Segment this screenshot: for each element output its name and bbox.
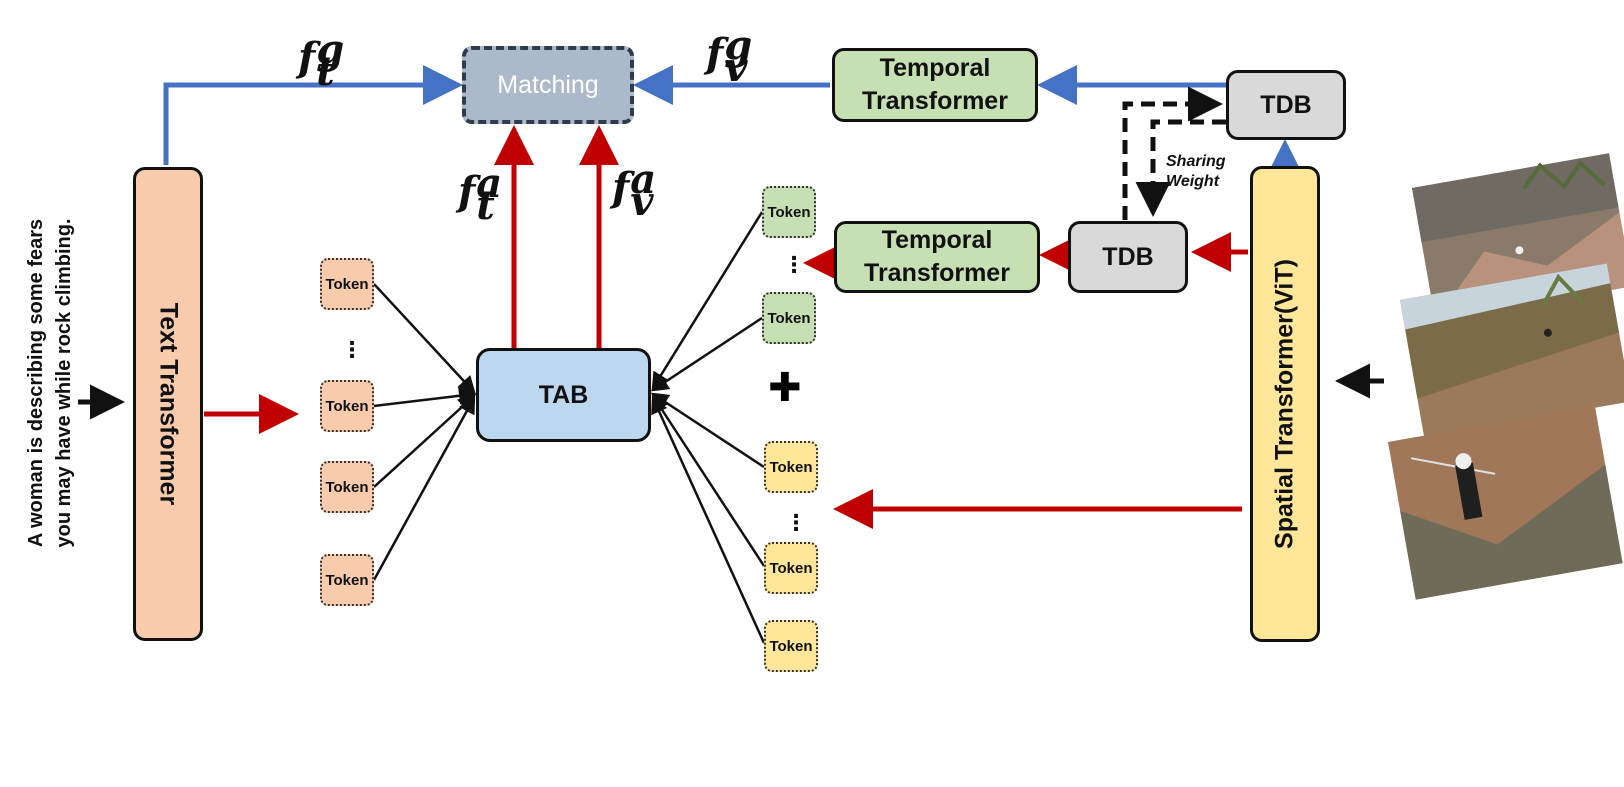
line-token-4-to-tab — [372, 395, 476, 581]
spatial-token: Token — [764, 620, 818, 672]
spatial-transformer-block: Spatial Transformer(ViT) — [1250, 166, 1320, 642]
dashed-tdb-mid-to-top — [1122, 86, 1223, 220]
caption-line-2: you may have while rock climbing. — [53, 218, 75, 548]
line-token-2-to-tab — [373, 387, 477, 408]
text-token: Token — [320, 380, 374, 432]
line-yellow-token-1-to-tab — [650, 392, 765, 469]
tdb-top-label: TDB — [1260, 90, 1312, 119]
spatial-token: Token — [764, 542, 818, 594]
tdb-mid-label: TDB — [1102, 242, 1154, 271]
temporal-transformer-top: Temporal Transformer — [832, 48, 1038, 122]
spatial-transformer-label: Spatial Transformer(ViT) — [1270, 259, 1299, 549]
spatial-token: Token — [764, 441, 818, 493]
video-frames — [1388, 153, 1624, 600]
text-token-ellipsis: ⋮ — [341, 337, 363, 362]
line-green-token-1-to-tab — [651, 211, 764, 391]
text-token: Token — [320, 461, 374, 513]
temporal-transformer-mid: Temporal Transformer — [834, 221, 1040, 293]
tab-label: TAB — [538, 380, 589, 409]
temporal-token: Token — [762, 186, 816, 238]
text-token: Token — [320, 258, 374, 310]
tab-block: TAB — [476, 348, 651, 442]
temporal-transformer-mid-label: Temporal Transformer — [864, 226, 1010, 287]
line-token-3-to-tab — [373, 394, 476, 488]
temporal-token: Token — [762, 292, 816, 344]
arrow-text-to-matching — [163, 65, 463, 165]
tdb-mid-block: TDB — [1068, 221, 1188, 293]
text-transformer-label: Text Transformer — [154, 302, 183, 506]
caption-line-1: A woman is describing some fears — [25, 218, 47, 548]
tdb-top-block: TDB — [1226, 70, 1346, 140]
spatial-token-ellipsis: ⋮ — [785, 510, 807, 535]
line-yellow-token-2-to-tab — [651, 393, 766, 567]
line-yellow-token-3-to-tab — [651, 395, 766, 644]
dashed-tdb-top-to-mid — [1135, 119, 1226, 217]
text-transformer-block: Text Transformer — [133, 167, 203, 641]
input-caption: A woman is describing some fears you may… — [22, 219, 78, 548]
sharing-weight-note: Sharing Weight — [1166, 153, 1226, 190]
temporal-token-ellipsis: ⋮ — [783, 252, 805, 277]
matching-block: Matching — [462, 46, 634, 124]
line-token-1-to-tab — [373, 283, 476, 394]
matching-label: Matching — [497, 70, 599, 99]
plus-icon: ✚ — [768, 366, 802, 410]
temporal-transformer-top-label: Temporal Transformer — [862, 54, 1008, 115]
text-token: Token — [320, 554, 374, 606]
line-green-token-2-to-tab — [650, 316, 763, 392]
